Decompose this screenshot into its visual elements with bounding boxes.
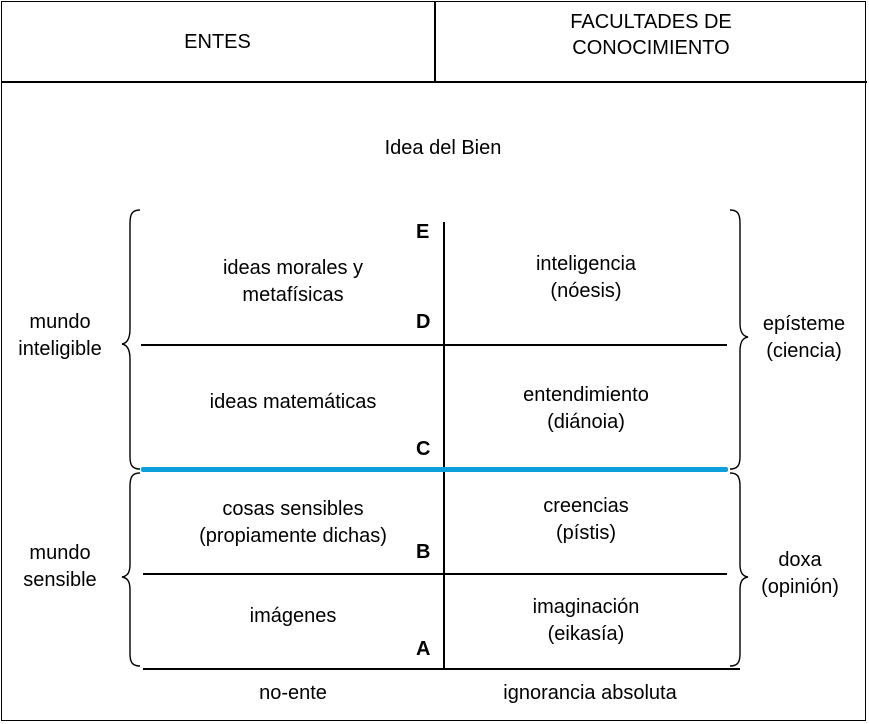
doxa-label: doxa (opinión) (748, 547, 852, 601)
letter-c: C (416, 438, 431, 460)
header-facultades-line1: FACULTADES DE (570, 11, 732, 33)
entity-ideas-morales: ideas morales y metafísicas (143, 255, 443, 309)
left-brace-sensible-icon (121, 472, 141, 667)
faculty-inteligencia: inteligencia (nóesis) (445, 251, 727, 305)
faculty-inteligencia-line2: (nóesis) (550, 280, 622, 302)
right-brace-episteme-icon (729, 209, 749, 470)
mundo-inteligible-label: mundo inteligible (0, 309, 120, 363)
faculty-entendimiento-line1: entendimiento (523, 384, 649, 406)
divider-d-c (141, 344, 727, 346)
faculty-creencias-line1: creencias (543, 495, 629, 517)
faculty-entendimiento: entendimiento (diánoia) (445, 382, 727, 436)
header-entes: ENTES (184, 31, 251, 53)
episteme-label: epísteme (ciencia) (748, 311, 860, 365)
faculty-creencias-line2: (pístis) (556, 522, 616, 544)
entity-ideas-morales-line1: ideas morales y (222, 257, 364, 279)
entity-cosas-sensibles: cosas sensibles (propiamente dichas) (143, 496, 443, 550)
no-ente-label: no-ente (259, 682, 327, 704)
entity-ideas-morales-line2: metafísicas (242, 284, 344, 306)
header-facultades: FACULTADES DE CONOCIMIENTO (436, 9, 866, 61)
faculty-entendimiento-line2: (diánoia) (547, 411, 625, 433)
header-facultades-line2: CONOCIMIENTO (572, 37, 730, 59)
faculty-creencias: creencias (pístis) (445, 493, 727, 547)
letter-d: D (416, 311, 431, 333)
letter-b: B (416, 541, 431, 563)
idea-del-bien-label: Idea del Bien (384, 137, 502, 159)
header-column-divider (434, 1, 436, 82)
mundo-sensible-line2: sensible (23, 569, 97, 591)
faculty-inteligencia-line1: inteligencia (535, 253, 637, 275)
faculty-imaginacion: imaginación (eikasía) (445, 594, 727, 648)
entity-ideas-matematicas: ideas matemáticas (209, 391, 377, 413)
episteme-line2: (ciencia) (766, 340, 842, 362)
entity-cosas-sensibles-line1: cosas sensibles (222, 498, 364, 520)
faculty-imaginacion-line1: imaginación (532, 596, 640, 618)
mundo-sensible-line1: mundo (29, 542, 91, 564)
center-vertical-line (443, 222, 445, 669)
ignorancia-absoluta-label: ignorancia absoluta (503, 682, 677, 704)
doxa-line2: (opinión) (761, 576, 839, 598)
intelligible-sensible-divider (141, 467, 728, 472)
letter-e: E (416, 221, 430, 243)
divider-b-a (143, 573, 727, 575)
mundo-inteligible-line2: inteligible (18, 338, 102, 360)
faculty-imaginacion-line2: (eikasía) (547, 623, 625, 645)
letter-a: A (416, 638, 431, 660)
doxa-line1: doxa (778, 549, 822, 571)
bottom-line (143, 668, 740, 670)
episteme-line1: epísteme (762, 313, 846, 335)
mundo-inteligible-line1: mundo (29, 311, 91, 333)
entity-imagenes: imágenes (249, 605, 337, 627)
entity-cosas-sensibles-line2: (propiamente dichas) (199, 525, 387, 547)
right-brace-doxa-icon (729, 472, 749, 667)
mundo-sensible-label: mundo sensible (0, 540, 120, 594)
left-brace-inteligible-icon (121, 209, 141, 470)
